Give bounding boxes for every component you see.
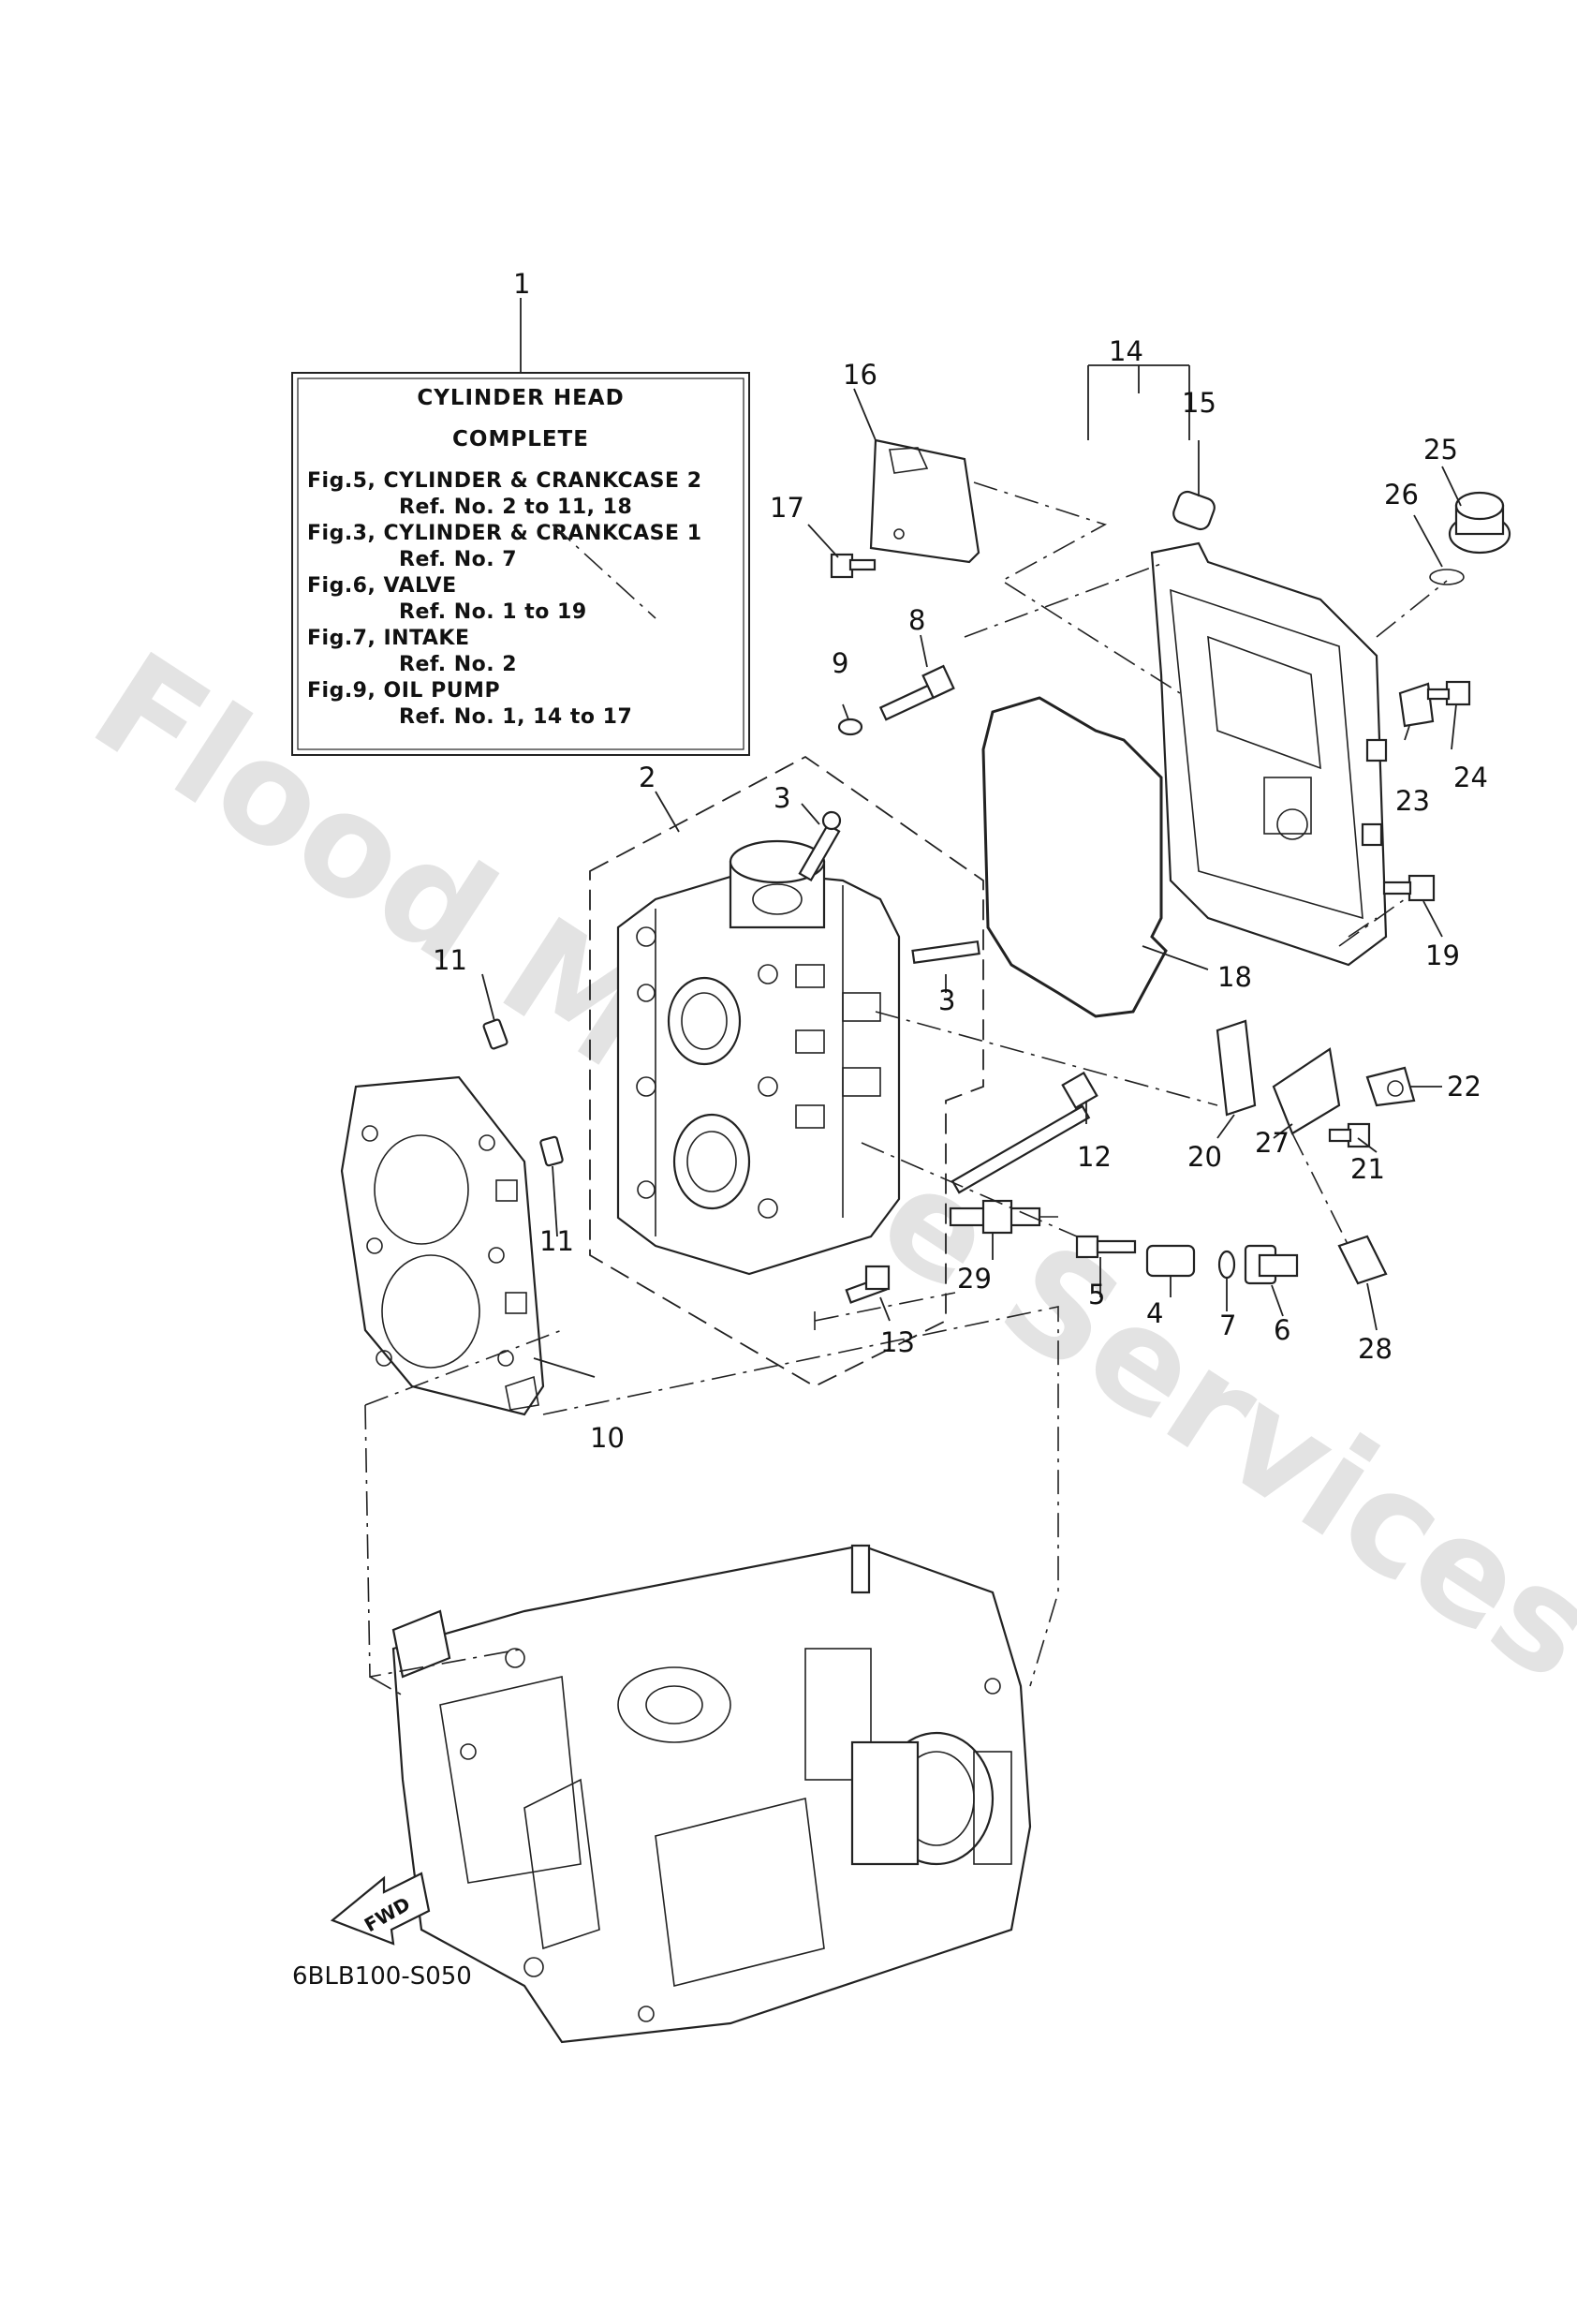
callout-14: 14 [1109, 335, 1143, 367]
bolt-8 [878, 664, 955, 721]
plate-27 [1272, 1047, 1341, 1135]
screw-17 [830, 553, 877, 579]
cylinder-head-part [616, 839, 901, 1276]
bolt-12 [951, 1071, 1098, 1194]
callout-17: 17 [770, 492, 804, 524]
head-gasket-part [340, 1075, 545, 1416]
callout-29: 29 [957, 1263, 992, 1295]
info-box-line-9: Fig.9, OIL PUMP [307, 679, 500, 703]
bolt-13 [845, 1265, 891, 1304]
callout-3a: 3 [774, 782, 790, 814]
callout-26: 26 [1384, 479, 1419, 511]
callout-6: 6 [1274, 1314, 1290, 1346]
diagram-code: 6BLB100-S050 [292, 1962, 472, 1991]
callout-12: 12 [1077, 1141, 1112, 1173]
plug-6 [1244, 1244, 1299, 1285]
o-ring-26 [1429, 569, 1465, 585]
oil-filler-cap-25 [1448, 491, 1511, 555]
callout-21: 21 [1350, 1153, 1385, 1185]
info-box-title-line2: COMPLETE [452, 427, 589, 451]
callout-3b: 3 [938, 984, 955, 1016]
info-box-line-1: Fig.5, CYLINDER & CRANKCASE 2 [307, 469, 702, 493]
callout-18: 18 [1217, 961, 1252, 993]
bolt-24 [1426, 680, 1471, 706]
callout-4: 4 [1146, 1297, 1163, 1329]
fwd-arrow-icon: FWD [330, 1872, 431, 1946]
callout-27: 27 [1255, 1127, 1290, 1159]
callout-11a: 11 [433, 944, 467, 976]
callout-22: 22 [1447, 1071, 1481, 1103]
callout-5: 5 [1088, 1279, 1105, 1310]
stud-bolt-3a [798, 810, 842, 881]
bolt-21 [1328, 1122, 1371, 1148]
o-ring-7 [1217, 1250, 1236, 1280]
callout-13: 13 [880, 1326, 915, 1358]
washer-9 [837, 718, 863, 736]
callout-9: 9 [832, 647, 848, 679]
callout-1: 1 [513, 268, 530, 300]
info-box-line-5: Fig.6, VALVE [307, 574, 457, 598]
callout-19: 19 [1425, 940, 1460, 971]
callout-2: 2 [639, 762, 656, 793]
clip-22 [1365, 1066, 1416, 1107]
callout-23: 23 [1395, 785, 1430, 817]
info-box-line-7: Fig.7, INTAKE [307, 627, 470, 650]
clip-23 [1398, 682, 1435, 728]
info-box-line-2: Ref. No. 2 to 11, 18 [399, 496, 632, 519]
info-box-title-line1: CYLINDER HEAD [417, 386, 624, 410]
callout-10: 10 [590, 1422, 625, 1454]
crankcase-assembly [391, 1544, 1032, 2044]
info-box-line-6: Ref. No. 1 to 19 [399, 600, 587, 624]
pin-15 [1172, 490, 1216, 531]
bolt-19 [1382, 874, 1436, 902]
stud-bolt-3b [911, 940, 980, 965]
bracket-20 [1216, 1019, 1257, 1117]
cylinder-head-complete-info-box: CYLINDER HEAD COMPLETE Fig.5, CYLINDER &… [291, 372, 750, 756]
info-box-line-10: Ref. No. 1, 14 to 17 [399, 705, 632, 729]
gasket-16 [869, 438, 980, 564]
callout-25: 25 [1423, 434, 1458, 466]
cylinder-head-cover-14 [1150, 541, 1388, 967]
info-box-line-8: Ref. No. 2 [399, 653, 517, 676]
callout-11b: 11 [539, 1225, 574, 1257]
clamp-28 [1337, 1235, 1388, 1285]
callout-8: 8 [908, 604, 925, 636]
cylinder-head-assembly-outline [589, 755, 984, 1388]
callout-7: 7 [1219, 1310, 1236, 1341]
info-box-line-3: Fig.3, CYLINDER & CRANKCASE 1 [307, 522, 702, 545]
callout-16: 16 [843, 359, 877, 391]
gasket-18 [981, 696, 1168, 1018]
callout-20: 20 [1187, 1141, 1222, 1173]
bolt-5 [1075, 1235, 1137, 1259]
sleeve-4 [1145, 1244, 1196, 1278]
spark-plug-29 [949, 1199, 1058, 1235]
callout-28: 28 [1358, 1333, 1393, 1365]
callout-15: 15 [1182, 387, 1216, 419]
callout-24: 24 [1453, 762, 1488, 793]
info-box-line-4: Ref. No. 7 [399, 548, 517, 571]
